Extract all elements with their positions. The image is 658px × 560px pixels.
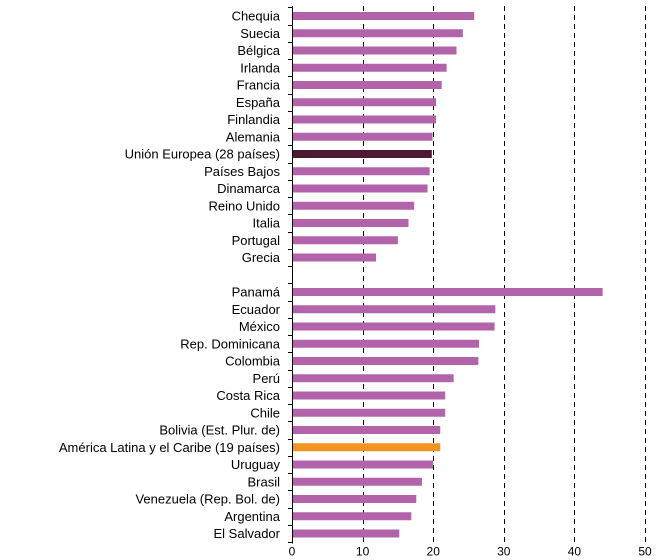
- category-label: El Salvador: [214, 526, 281, 541]
- bar: [293, 374, 454, 383]
- x-tick-label: 30: [497, 545, 511, 559]
- bar: [293, 219, 409, 227]
- category-label: Rep. Dominicana: [180, 336, 280, 351]
- bar: [293, 512, 412, 521]
- category-label: Irlanda: [240, 60, 281, 75]
- category-label: Alemania: [226, 129, 281, 144]
- bar: [293, 460, 434, 469]
- category-label: Bélgica: [237, 43, 280, 58]
- bar: [293, 46, 457, 55]
- category-label: Uruguay: [231, 457, 281, 472]
- category-label: Portugal: [232, 233, 281, 248]
- category-label: Panamá: [232, 285, 281, 300]
- x-tick-label: 50: [638, 545, 652, 559]
- category-label: Dinamarca: [217, 181, 281, 196]
- axis-layer: 0 10 20 30 40 50: [288, 6, 652, 559]
- bar: [293, 495, 417, 503]
- category-label: Chequia: [232, 9, 281, 24]
- category-label: Colombia: [225, 354, 281, 369]
- category-label: Costa Rica: [216, 388, 280, 403]
- bar: [293, 426, 441, 434]
- bar: [293, 81, 442, 89]
- bar: [293, 288, 603, 296]
- bar: [293, 477, 422, 486]
- category-label: México: [239, 319, 280, 334]
- category-label: Bolivia (Est. Plur. de): [159, 423, 280, 438]
- bar: [293, 132, 433, 141]
- bar: [293, 322, 495, 331]
- bar: [293, 339, 480, 348]
- category-label: Grecia: [242, 250, 281, 265]
- bar: [293, 115, 437, 124]
- bar: [293, 305, 496, 314]
- category-label: Finlandia: [227, 112, 281, 127]
- category-label: Reino Unido: [208, 198, 280, 213]
- category-label: España: [236, 95, 281, 110]
- x-tick-label: 40: [568, 545, 582, 559]
- category-label: Perú: [253, 371, 280, 386]
- category-label: América Latina y el Caribe (19 países): [59, 440, 280, 455]
- category-label: Chile: [250, 405, 280, 420]
- x-tick-label: 20: [427, 545, 441, 559]
- bar: [293, 443, 441, 452]
- bar: [293, 150, 432, 158]
- bar: [293, 529, 400, 538]
- category-label: Unión Europea (28 países): [125, 147, 280, 162]
- x-tick-label: 10: [356, 545, 370, 559]
- bar: [293, 357, 479, 365]
- category-label: Francia: [237, 78, 281, 93]
- bar: [293, 167, 430, 176]
- bar: [293, 236, 398, 245]
- bar: [293, 63, 447, 72]
- bar: [293, 201, 415, 210]
- bar: [293, 12, 475, 20]
- bar: [293, 408, 446, 417]
- x-tick-label: 0: [289, 545, 296, 559]
- category-label: Italia: [253, 216, 281, 231]
- category-label: Brasil: [247, 474, 280, 489]
- bar: [293, 184, 428, 193]
- bar-layer: [293, 12, 603, 538]
- bar: [293, 391, 446, 400]
- category-label-layer: ChequiaSueciaBélgicaIrlandaFranciaEspaña…: [59, 9, 281, 542]
- bar: [293, 29, 463, 38]
- bar: [293, 253, 377, 262]
- category-label: Venezuela (Rep. Bol. de): [135, 492, 280, 507]
- category-label: Países Bajos: [204, 164, 280, 179]
- bar: [293, 98, 437, 107]
- category-label: Argentina: [224, 509, 280, 524]
- category-label: Ecuador: [232, 302, 281, 317]
- category-label: Suecia: [240, 26, 281, 41]
